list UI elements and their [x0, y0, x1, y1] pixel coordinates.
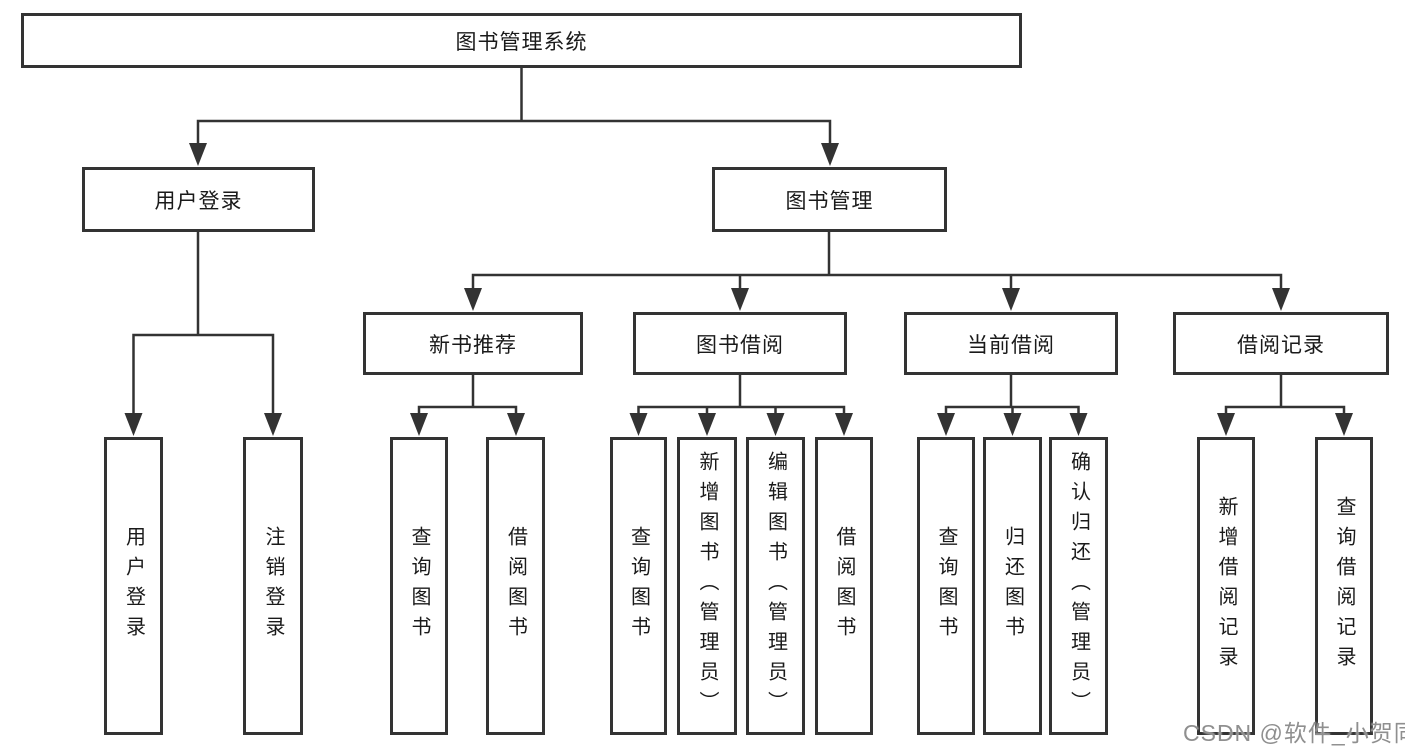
node-label: 图书管理 [785, 189, 874, 213]
leaf-label: 查询借阅记录 [1333, 496, 1355, 676]
node-book-borrowing: 图书借阅 [633, 312, 847, 375]
node-label: 用户登录 [154, 189, 243, 213]
leaf-label: 注销登录 [262, 526, 284, 646]
leaf-query-books-current: 查询图书 [917, 437, 975, 735]
leaf-label: 新增图书（管理员） [696, 451, 718, 721]
leaf-logout: 注销登录 [243, 437, 303, 735]
node-label: 借阅记录 [1237, 333, 1325, 357]
node-label: 当前借阅 [967, 333, 1055, 357]
csdn-watermark: CSDN @软件_小贺同学 [1183, 720, 1405, 746]
arrow-down-icon [410, 413, 428, 436]
arrow-down-icon [937, 413, 955, 436]
leaf-confirm-return-admin: 确认归还（管理员） [1049, 437, 1108, 735]
leaf-return-books: 归还图书 [983, 437, 1042, 735]
arrow-down-icon [1217, 413, 1235, 436]
arrow-down-icon [124, 413, 143, 436]
arrow-down-icon [1069, 413, 1088, 436]
leaf-add-borrowing-record: 新增借阅记录 [1197, 437, 1255, 735]
leaf-edit-books-admin: 编辑图书（管理员） [746, 437, 805, 735]
leaf-borrow-books-recommend: 借阅图书 [486, 437, 545, 735]
arrow-down-icon [1002, 288, 1020, 311]
arrow-down-icon [507, 413, 525, 436]
arrow-down-icon [821, 143, 839, 166]
node-book-management: 图书管理 [712, 167, 947, 232]
leaf-label: 确认归还（管理员） [1067, 451, 1090, 721]
node-borrowing-records: 借阅记录 [1173, 312, 1389, 375]
arrow-down-icon [1272, 288, 1290, 311]
leaf-label: 借阅图书 [833, 526, 855, 646]
leaf-query-books-recommend: 查询图书 [390, 437, 448, 735]
leaf-user-login: 用户登录 [104, 437, 163, 735]
leaf-borrow-books: 借阅图书 [815, 437, 873, 735]
arrow-down-icon [698, 413, 716, 436]
leaf-label: 借阅图书 [504, 526, 527, 646]
arrow-down-icon [189, 143, 207, 166]
arrow-down-icon [835, 413, 853, 436]
arrow-down-icon [1003, 413, 1022, 436]
arrow-down-icon [1335, 413, 1353, 436]
leaf-label: 查询图书 [408, 526, 430, 646]
node-label: 图书管理系统 [455, 30, 588, 54]
leaf-label: 查询图书 [627, 526, 650, 646]
node-user-login: 用户登录 [82, 167, 315, 232]
leaf-label: 查询图书 [935, 526, 957, 646]
leaf-query-borrowing-record: 查询借阅记录 [1315, 437, 1373, 735]
leaf-label: 编辑图书（管理员） [764, 451, 787, 721]
arrow-down-icon [766, 413, 785, 436]
leaf-label: 归还图书 [1001, 526, 1024, 646]
node-new-book-recommendation: 新书推荐 [363, 312, 583, 375]
arrow-down-icon [629, 413, 648, 436]
node-current-borrowing: 当前借阅 [904, 312, 1118, 375]
node-label: 图书借阅 [696, 333, 784, 357]
arrow-down-icon [731, 288, 749, 311]
leaf-label: 用户登录 [122, 526, 145, 646]
arrow-down-icon [264, 413, 282, 436]
leaf-label: 新增借阅记录 [1215, 496, 1237, 676]
node-library-management-system: 图书管理系统 [21, 13, 1022, 68]
leaf-query-books-borrowing: 查询图书 [610, 437, 667, 735]
node-label: 新书推荐 [429, 333, 517, 357]
arrow-down-icon [464, 288, 482, 311]
leaf-add-books-admin: 新增图书（管理员） [677, 437, 737, 735]
